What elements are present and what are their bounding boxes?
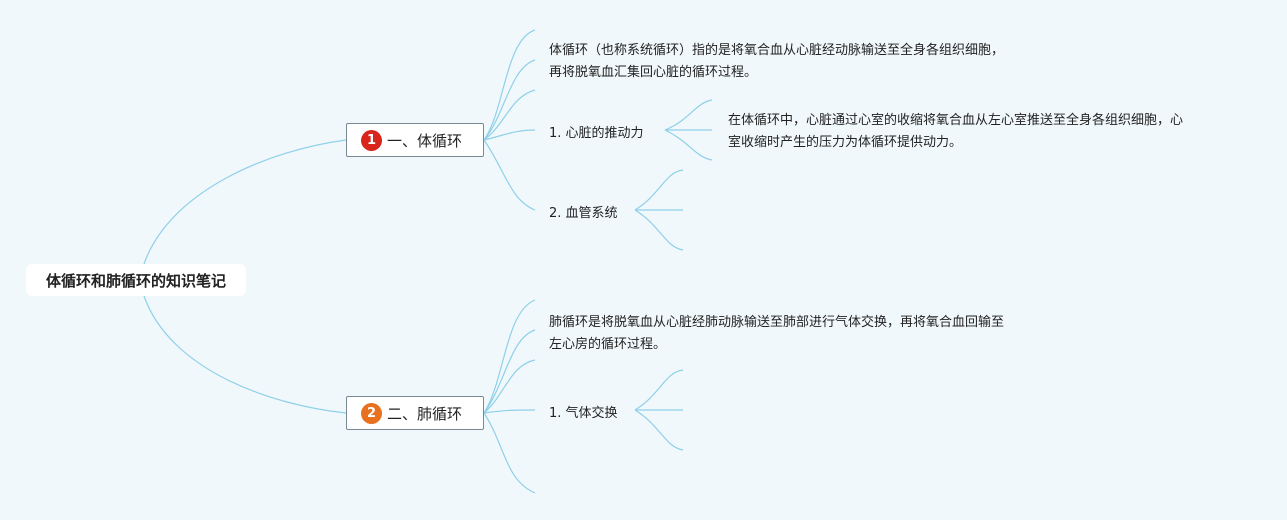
connector-root-branch-1 — [143, 139, 347, 265]
subtopic-label: 1. 心脏的推动力 — [549, 126, 644, 141]
connector-t2-upper — [634, 169, 684, 211]
connector-b1-mid — [483, 89, 536, 141]
root-topic-label: 体循环和肺循环的知识笔记 — [45, 271, 226, 290]
connector-b2-top — [483, 299, 536, 414]
connector-b2-bottom — [483, 412, 536, 494]
connector-t3-lower — [634, 409, 684, 451]
description-line: 再将脱氧血汇集回心脏的循环过程。 — [549, 65, 758, 80]
connector-b1-topic2 — [483, 139, 536, 211]
subtopic-label: 2. 血管系统 — [549, 206, 618, 221]
subtopic-heart-force[interactable]: 1. 心脏的推动力 — [549, 122, 644, 141]
connector-b2-topic1 — [483, 409, 536, 414]
connector-t3-upper — [634, 369, 684, 411]
root-topic[interactable]: 体循环和肺循环的知识笔记 — [26, 264, 246, 296]
systemic-description[interactable]: 体循环（也称系统循环）指的是将氧合血从心脏经动脉输送至全身各组织细胞， 再将脱氧… — [549, 40, 1004, 84]
connector-b1-topic1 — [483, 129, 536, 141]
branch-topic-pulmonary[interactable]: 2 二、肺循环 — [346, 396, 484, 430]
subtopic-label: 1. 气体交换 — [549, 406, 618, 421]
priority-2-icon: 2 — [361, 402, 382, 424]
heart-force-detail[interactable]: 在体循环中，心脏通过心室的收缩将氧合血从左心室推送至全身各组织细胞，心 室收缩时… — [728, 110, 1183, 154]
priority-1-icon: 1 — [361, 129, 382, 151]
connector-b1-top — [483, 29, 536, 141]
description-line: 肺循环是将脱氧血从心脏经肺动脉输送至肺部进行气体交换，再将氧合血回输至 — [549, 315, 1005, 330]
branch-topic-systemic[interactable]: 1 一、体循环 — [346, 123, 484, 157]
subtopic-vessels[interactable]: 2. 血管系统 — [549, 202, 618, 221]
connector-t1-upper — [664, 99, 713, 131]
description-line: 左心房的循环过程。 — [549, 337, 667, 352]
connector-t1-lower — [664, 129, 713, 161]
detail-line: 室收缩时产生的压力为体循环提供动力。 — [728, 135, 963, 150]
description-line: 体循环（也称系统循环）指的是将氧合血从心脏经动脉输送至全身各组织细胞， — [549, 43, 1005, 58]
connector-root-branch-2 — [143, 295, 347, 414]
connector-b1-desc — [483, 59, 536, 141]
branch-topic-label: 一、体循环 — [387, 131, 463, 150]
detail-line: 在体循环中，心脏通过心室的收缩将氧合血从左心室推送至全身各组织细胞，心 — [728, 113, 1184, 128]
connector-t2-lower — [634, 209, 684, 251]
branch-topic-label: 二、肺循环 — [387, 404, 463, 423]
connector-b2-desc — [483, 329, 536, 414]
pulmonary-description[interactable]: 肺循环是将脱氧血从心脏经肺动脉输送至肺部进行气体交换，再将氧合血回输至 左心房的… — [549, 312, 1004, 356]
connector-b2-mid — [483, 359, 536, 414]
subtopic-gas-exchange[interactable]: 1. 气体交换 — [549, 402, 618, 421]
